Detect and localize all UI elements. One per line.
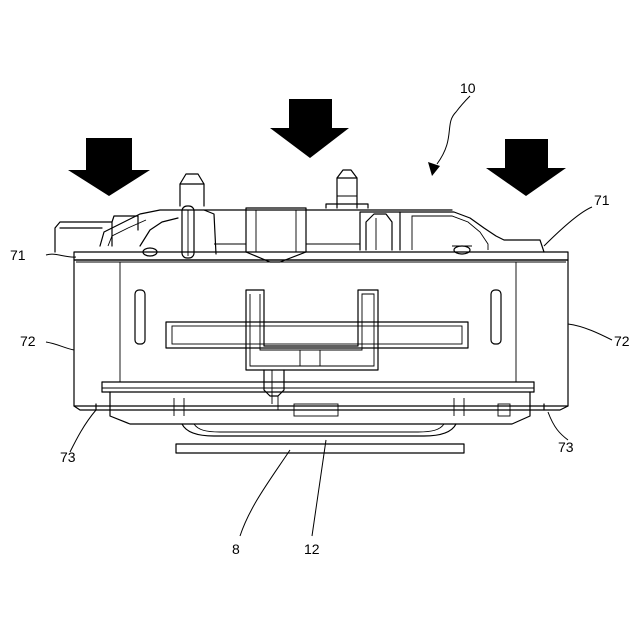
label-71-left: 71: [10, 247, 26, 263]
label-10: 10: [460, 80, 476, 96]
label-12: 12: [304, 541, 320, 557]
label-72-right: 72: [614, 333, 630, 349]
main-body-72: [74, 260, 568, 410]
upper-components: [55, 170, 544, 262]
base-73: [74, 392, 568, 424]
press-arrow-left: [68, 138, 150, 196]
label-71-right: 71: [594, 192, 610, 208]
press-arrow-center: [270, 99, 349, 158]
label-72-left: 72: [20, 333, 36, 349]
press-arrow-right: [486, 139, 566, 196]
bottom-plate-12: [176, 444, 464, 453]
bottom-seal-8: [182, 424, 456, 436]
label-8: 8: [232, 541, 240, 557]
label-73-right: 73: [558, 439, 574, 455]
label-73-left: 73: [60, 449, 76, 465]
